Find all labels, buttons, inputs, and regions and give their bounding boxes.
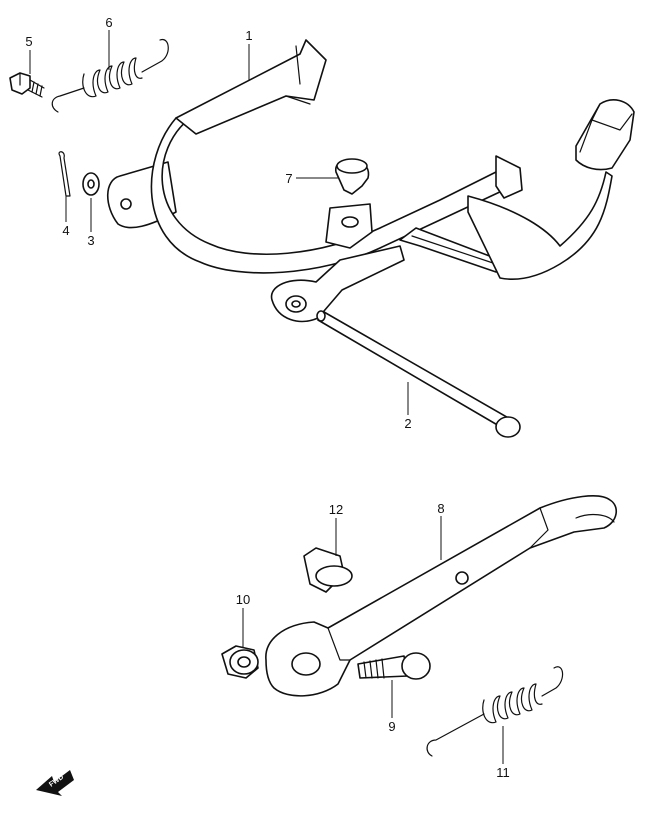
spring-part-11 <box>426 666 564 757</box>
callout-6: 6 <box>105 15 112 30</box>
stopper-part-7 <box>335 158 370 195</box>
side-stand-part-8 <box>265 495 617 697</box>
cotter-pin-part-4 <box>58 151 71 197</box>
shaft-part-2 <box>316 310 521 438</box>
center-stand-part-1 <box>107 39 635 323</box>
callout-12: 12 <box>329 502 343 517</box>
spring-part-6 <box>51 38 169 113</box>
callout-9: 9 <box>388 719 395 734</box>
callout-numbers: 1 2 3 4 5 6 7 8 9 10 11 12 <box>25 15 509 780</box>
callout-4: 4 <box>62 223 69 238</box>
callout-8: 8 <box>437 501 444 516</box>
callout-5: 5 <box>25 34 32 49</box>
leader-lines <box>29 30 504 764</box>
bolt-part-5 <box>9 72 45 98</box>
stopper-part-12 <box>303 547 353 593</box>
callout-11: 11 <box>496 765 510 780</box>
pivot-bolt-part-9 <box>357 652 431 680</box>
callout-7: 7 <box>285 171 292 186</box>
fwd-arrow-icon: FWD <box>36 770 74 796</box>
nut-part-10 <box>221 645 259 679</box>
callout-3: 3 <box>87 233 94 248</box>
callout-10: 10 <box>236 592 250 607</box>
washer-part-3 <box>82 172 100 196</box>
callout-2: 2 <box>404 416 411 431</box>
callout-1: 1 <box>245 28 252 43</box>
